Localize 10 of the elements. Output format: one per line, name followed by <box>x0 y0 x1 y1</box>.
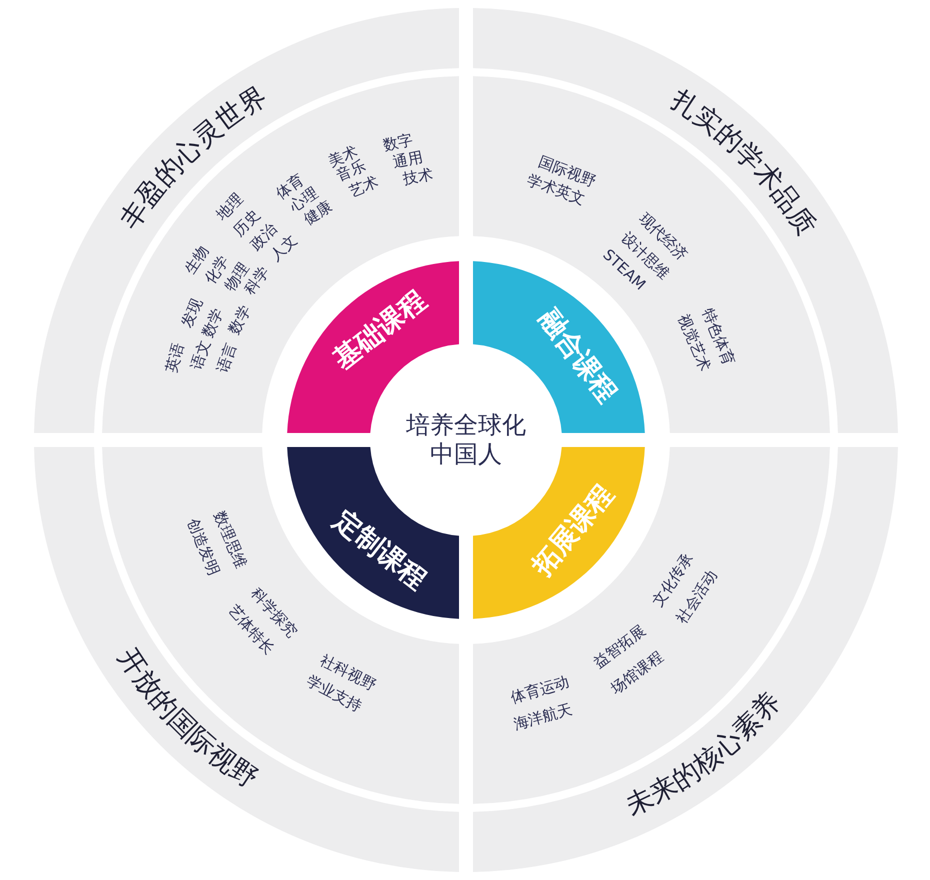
subject-label: 英语 <box>164 342 186 374</box>
course-label: 拓展课程 <box>528 480 618 580</box>
course-label: 定制课程 <box>328 506 431 594</box>
subject-label: 语文 <box>189 338 213 372</box>
course-label: 融合课程 <box>534 304 622 407</box>
subject-label: 数学 <box>226 303 254 337</box>
subject-label: 数学 <box>200 306 226 340</box>
subject-label: 语言 <box>215 341 239 375</box>
center-label: 培养全球化中国人 <box>405 411 527 469</box>
course-label: 基础课程 <box>328 286 431 374</box>
